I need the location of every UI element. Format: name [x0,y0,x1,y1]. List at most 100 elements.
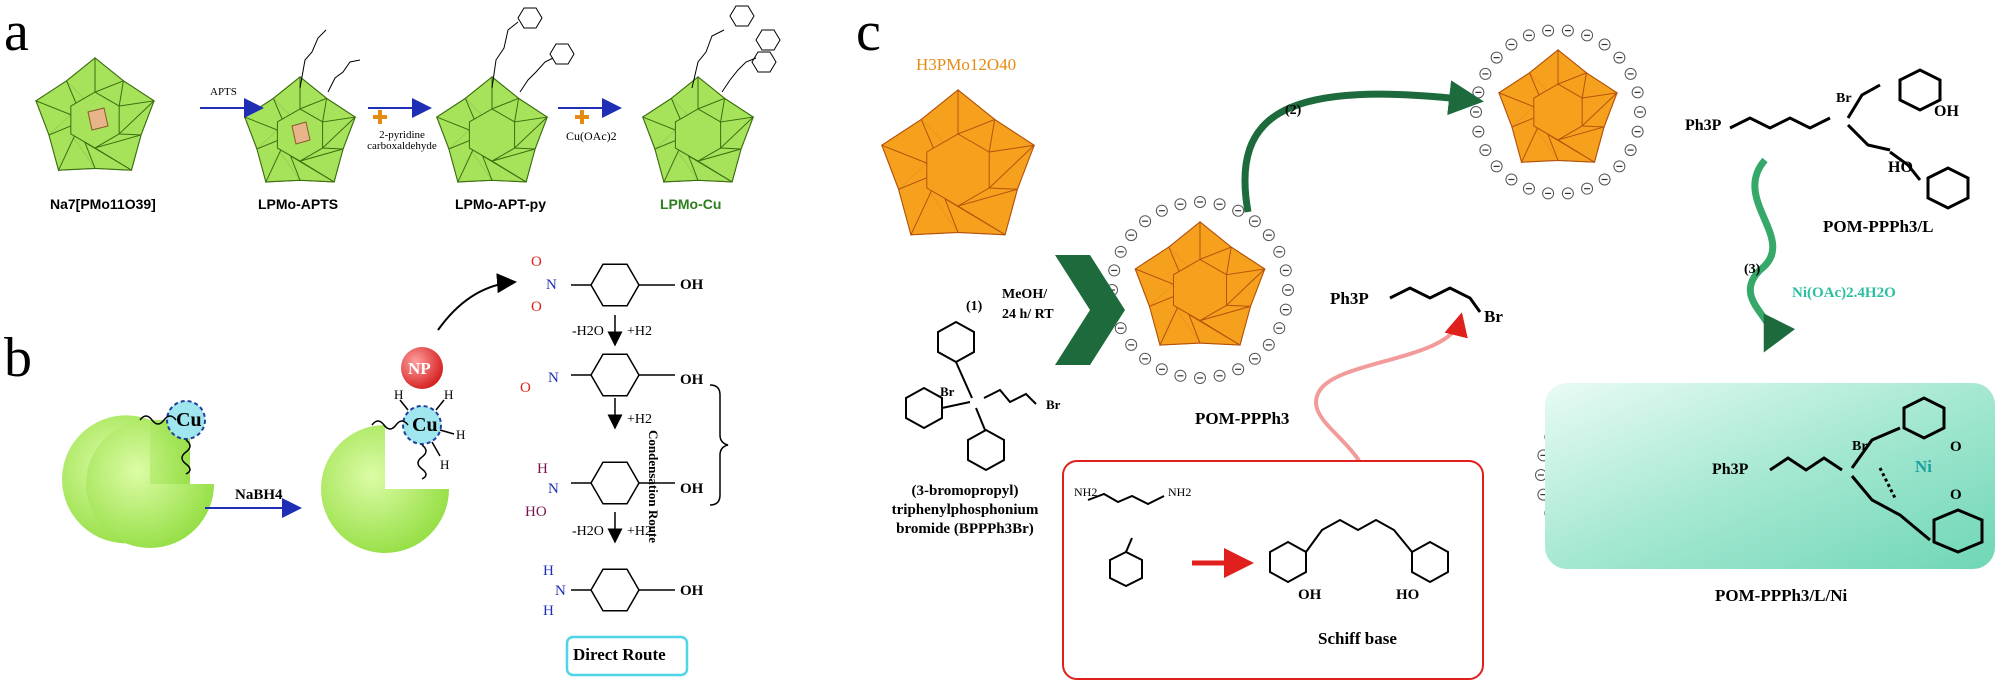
hydroxyl-ho: HO [525,504,547,520]
nitroso-n: N [548,370,559,386]
charge-ring [1106,196,1294,384]
polyhedron-core [1533,83,1583,141]
linker [371,420,409,430]
octahedron-face [513,97,549,123]
np-label: NP [408,359,431,378]
pom-ppph3-l-label: POM-PPPh3/L [1823,217,1934,236]
octahedron-face [719,116,754,150]
panel-label-a: a [4,1,29,63]
polyhedron-core [674,108,722,162]
step-plus-h2: +H2 [627,324,653,339]
amine-h: H [543,603,554,619]
condensation-brace [709,384,729,506]
h-bond [431,441,441,457]
schiff-nh2-b: NH2 [1168,485,1192,499]
arrow-np-to-substrate [437,273,517,331]
ni-complex-br: Br [1852,439,1868,454]
reagent-apts: APTS [210,86,237,98]
panel-c [880,24,1995,680]
h-bond [435,399,445,411]
h-label: H [440,457,450,472]
aptpy-chains [491,7,575,93]
direct-route-label: Direct Route [573,645,666,664]
pom-ppph3-label: POM-PPPh3 [1195,409,1290,428]
np-sphere [401,347,443,389]
bppph3br-name: (3-bromopropyl) triphenylphosphonium bro… [891,483,1039,537]
amine-n: N [555,583,566,599]
ligand-ho: HO [1888,159,1913,176]
ni-complex-o1: O [1950,439,1962,455]
step1-label: (1) [966,299,983,314]
ppph3-chain [1389,286,1482,313]
bppph3br-structure [905,320,1037,472]
octahedron-face [1225,268,1266,307]
nitro-o2: O [531,299,542,315]
nitroso-o: O [520,380,531,396]
pom-formula: H3PMo12O40 [916,55,1017,74]
compound-label-na7: Na7[PMo11O39] [50,196,156,212]
cu-label: Cu [412,414,438,436]
octahedron-face [513,116,548,150]
step1-cond-1: MeOH/ [1002,287,1048,302]
panel-b [62,263,729,677]
keggin-cu-polyhedron [641,75,755,184]
octahedron-face [321,116,356,150]
octahedron-face [321,97,357,123]
h-label: H [444,387,454,402]
benzene-ring [590,263,640,307]
benzene-ring [590,353,640,397]
octahedron-face [1581,72,1619,99]
cu-complex-chains [691,5,781,93]
nitro-o: O [531,254,542,270]
oh-label: OH [680,277,704,293]
schiff-base-box [1062,460,1484,680]
schiff-base-structure [1087,492,1449,588]
compound-label-apts: LPMo-APTS [258,196,339,212]
apts-chains [299,29,361,93]
ni-reagent: Ni(OAc)2.4H2O [1792,285,1896,301]
ligand-structure-top [1729,68,1970,210]
octahedron-face [988,118,1036,153]
h-bond [439,429,455,435]
polyhedron-core [926,133,990,207]
step2-label: (2) [1285,103,1302,118]
nitro-n: N [546,277,557,293]
keggin-apts-polyhedron [243,75,357,184]
lacuna [291,121,311,145]
step-plus-h2: +H2 [627,412,653,427]
lacuna [87,107,109,131]
octahedron-face [719,97,755,123]
condensation-route-label: Condensation Route [646,430,661,544]
ni-complex-ph3p: Ph3P [1712,461,1749,478]
h-label: H [394,387,404,402]
linker [417,444,427,480]
step-minus-h2o: -H2O [572,324,604,339]
amine-h: H [543,563,554,579]
schiff-base-label: Schiff base [1318,629,1397,648]
pom-ppph3-polyhedron [1134,220,1267,347]
keggin-aptpy-polyhedron [435,75,549,184]
panel-label-c: c [856,1,881,63]
hydroxyl-h: H [537,461,548,477]
pom-ppph3-l-ni-label: POM-PPPh3/L/Ni [1715,586,1848,605]
panel-a [34,5,781,184]
polyhedron-core [1172,258,1228,322]
cu-label: Cu [176,409,202,431]
step-minus-h2o: -H2O [572,524,604,539]
octahedron-face [1225,246,1267,276]
oh-label: OH [680,372,704,388]
oh-label: OH [680,481,704,497]
linker [181,439,191,475]
compound-label-cu: LPMo-Cu [660,196,722,212]
ligand-ph3p: Ph3P [1685,117,1722,134]
arrow-step1-chevron [1055,255,1125,365]
ni-complex-ni: Ni [1915,457,1932,476]
plus-icon [575,110,589,124]
schiff-nh2: NH2 [1074,485,1098,499]
nabh4-label: NaBH4 [235,487,283,503]
pom-ppph3-ph3p: Ph3P [1330,289,1369,308]
octahedron-face [1580,92,1618,128]
ligand-oh: OH [1934,103,1959,120]
